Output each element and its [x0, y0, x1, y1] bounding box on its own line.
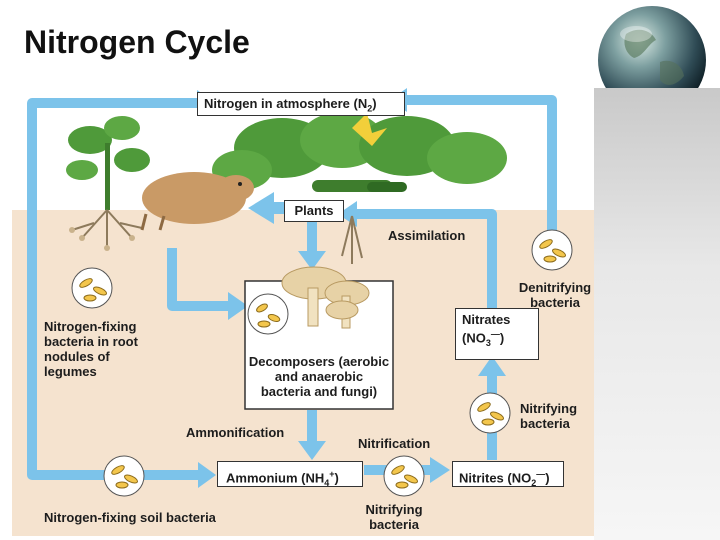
denitrifying-line-2: bacteria [530, 295, 580, 310]
ammonium-box: Ammonium (NH4+) [217, 461, 363, 488]
atmosphere-box: Nitrogen in atmosphere (N2) [197, 92, 405, 116]
side-panel [594, 88, 720, 540]
atmosphere-subscript: 2 [367, 103, 373, 114]
nitrates-box: Nitrates (NO3—) [455, 308, 539, 360]
plant-roots [341, 215, 363, 264]
bacteria-circle-decomposers [247, 293, 289, 335]
bacteria-circle-nitrifying-right [469, 392, 511, 434]
nitrifying-right-label: Nitrifying bacteria [520, 401, 577, 431]
root-label-line-3: nodules of [44, 349, 110, 364]
nitrifying-right-line-1: Nitrifying [520, 401, 578, 416]
legume-plant [66, 116, 150, 251]
arrow-roots-decomposers [167, 248, 230, 311]
ammonium-superscript: + [329, 469, 335, 479]
bacteria-circle-root-nodules [71, 267, 113, 309]
arrowhead-nitrates [478, 356, 506, 376]
arrowhead-roots [228, 292, 248, 320]
root-label-line-2: bacteria in root [44, 334, 138, 349]
decomposers-line-3: bacteria and fungi) [260, 384, 378, 399]
nitrifying-right-line-2: bacteria [520, 416, 570, 431]
nitrifying-bottom-line-2: bacteria [369, 517, 419, 532]
nitrates-superscript: — [490, 329, 500, 339]
mole-animal [140, 172, 254, 231]
diagram-artwork [12, 88, 594, 536]
nitrifying-bottom-label: Nitrifying bacteria [358, 502, 430, 532]
slide-title: Nitrogen Cycle [24, 24, 250, 60]
root-label-line-1: Nitrogen-fixing [44, 319, 137, 334]
arrowhead-decomposers [298, 251, 326, 270]
arrowhead-nitrites [430, 457, 450, 483]
nitrites-subscript: 2 [531, 477, 537, 488]
nitrates-subscript: 3 [485, 337, 491, 348]
nitrites-superscript: — [536, 469, 546, 479]
arrowhead-plants-left [248, 192, 274, 224]
nitrification-label: Nitrification [358, 436, 431, 451]
decomposers-line-2: and anaerobic [274, 369, 364, 384]
nitrifying-bottom-line-1: Nitrifying [365, 502, 423, 517]
root-label-line-4: legumes [44, 364, 97, 379]
mushrooms [281, 266, 370, 329]
nitrites-text: Nitrites (NO [459, 470, 532, 486]
ammonium-subscript: 4 [324, 477, 330, 488]
soil-bacteria-label: Nitrogen-fixing soil bacteria [44, 510, 216, 525]
bacteria-circle-denitrifying [531, 229, 573, 271]
denitrifying-line-1: Denitrifying [518, 280, 592, 295]
arrow-assimilation [357, 209, 497, 308]
plants-box: Plants [284, 200, 344, 222]
atmosphere-close: ) [372, 96, 377, 111]
ammonification-label: Ammonification [186, 425, 285, 440]
ammonium-close: ) [334, 470, 339, 486]
nitrates-line-1: Nitrates [462, 312, 511, 327]
ammonium-text: Ammonium (NH [226, 470, 325, 486]
atmosphere-text: Nitrogen in atmosphere (N [204, 96, 368, 111]
nitrates-text: (NO [462, 330, 486, 346]
denitrifying-label: Denitrifying bacteria [510, 280, 594, 310]
globe-icon [598, 6, 706, 114]
nitrogen-fixing-root-label: Nitrogen-fixing bacteria in root nodules… [44, 319, 138, 379]
nitrites-close: ) [545, 470, 550, 486]
bacteria-circle-nitrifying-bottom [383, 455, 425, 497]
assimilation-label: Assimilation [388, 228, 466, 243]
arrow-denitrification-loop [407, 95, 557, 236]
nitrates-close: ) [499, 330, 505, 346]
bacteria-circle-soil [103, 455, 145, 497]
nitrogen-cycle-diagram: Nitrogen in atmosphere (N2) Plants Assim… [12, 88, 594, 536]
arrowhead-ammonium-left [198, 462, 216, 488]
decomposers-line-1: Decomposers (aerobic [248, 354, 390, 369]
arrowhead-ammonium [298, 441, 326, 460]
decomposers-label: Decomposers (aerobic and anaerobic bacte… [234, 354, 404, 399]
nitrites-box: Nitrites (NO2—) [452, 461, 564, 488]
